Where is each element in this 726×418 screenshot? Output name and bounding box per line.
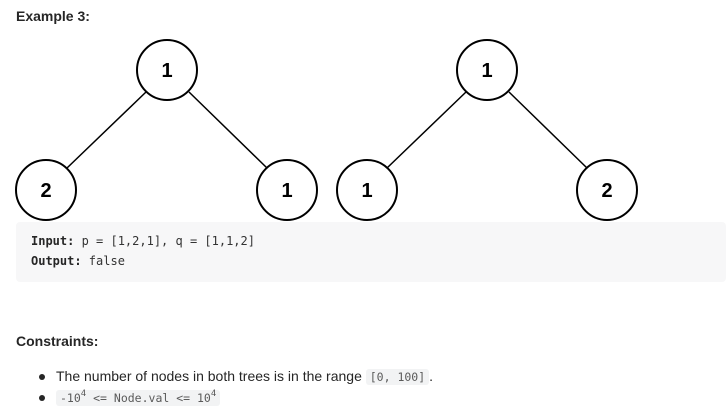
bullet-icon xyxy=(39,395,45,401)
tree-p-root-label: 1 xyxy=(161,60,172,82)
constraint-item-node-value: -104 <= Node.val <= 104 xyxy=(34,387,433,408)
constraints-heading: Constraints: xyxy=(16,333,99,349)
output-line: Output: false xyxy=(31,254,125,268)
tree-q-right-node: 2 xyxy=(576,159,638,221)
tree-p-edge-left xyxy=(66,91,147,169)
constraint-node-count-suffix: . xyxy=(429,368,434,384)
constraint-node-count-text: The number of nodes in both trees is in … xyxy=(56,368,366,384)
constraint-middle: <= Node.val <= 10 xyxy=(86,391,211,405)
output-label: Output: xyxy=(31,254,82,268)
input-value: p = [1,2,1], q = [1,1,2] xyxy=(74,234,255,248)
tree-q-left-label: 1 xyxy=(361,180,372,202)
tree-p-right-label: 1 xyxy=(281,180,292,202)
constraint-node-count-range: [0, 100] xyxy=(365,369,430,385)
tree-p-root-node: 1 xyxy=(136,39,198,101)
tree-q-root-label: 1 xyxy=(481,60,492,82)
constraint-lower-exponent: 4 xyxy=(80,389,87,399)
input-label: Input: xyxy=(31,234,75,248)
input-line: Input: p = [1,2,1], q = [1,1,2] xyxy=(31,234,255,248)
tree-q-edge-right xyxy=(508,91,588,169)
constraint-node-value-code: -104 <= Node.val <= 104 xyxy=(56,389,221,406)
tree-q-left-node: 1 xyxy=(336,159,398,221)
constraint-upper-exponent: 4 xyxy=(210,389,217,399)
tree-q-root-node: 1 xyxy=(456,39,518,101)
tree-p-left-node: 2 xyxy=(15,159,77,221)
example-heading: Example 3: xyxy=(16,8,90,24)
constraints-list: The number of nodes in both trees is in … xyxy=(34,366,433,408)
example-code-block: Input: p = [1,2,1], q = [1,1,2] Output: … xyxy=(16,222,726,282)
constraint-item-node-count: The number of nodes in both trees is in … xyxy=(34,366,433,387)
tree-q-right-label: 2 xyxy=(601,180,612,202)
tree-p-right-node: 1 xyxy=(256,159,318,221)
tree-p-edge-right xyxy=(188,91,268,169)
bullet-icon xyxy=(39,374,45,380)
constraint-lower-base: -10 xyxy=(60,391,81,405)
tree-q-edge-left xyxy=(386,91,467,169)
output-value: false xyxy=(81,254,125,268)
tree-diagram: 1 2 1 1 1 2 xyxy=(15,39,638,221)
tree-p-left-label: 2 xyxy=(40,180,51,202)
